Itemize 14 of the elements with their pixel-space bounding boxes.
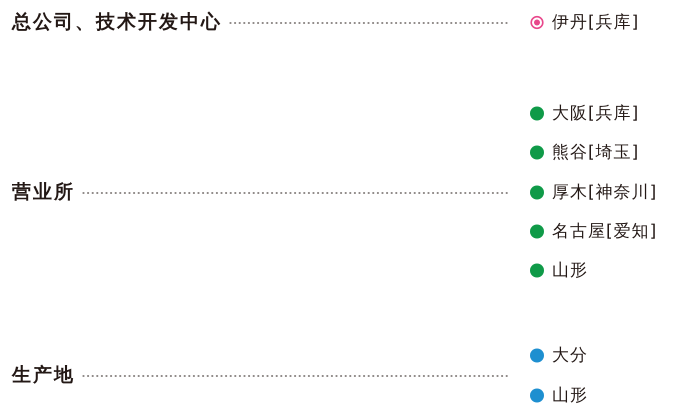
location-name: 名古屋[爱知] (552, 220, 658, 242)
category-label: 总公司、技术开发中心 (12, 10, 222, 35)
location-name: 山形 (552, 260, 588, 282)
leader-line (82, 192, 509, 194)
category-label: 生产地 (12, 363, 75, 388)
leader-line (229, 22, 509, 24)
category-label: 营业所 (12, 180, 75, 205)
location-name: 伊丹[兵库] (552, 12, 640, 34)
location-name: 熊谷[埼玉] (552, 142, 640, 164)
location-name: 山形 (552, 384, 588, 406)
location-name: 大分 (552, 344, 588, 366)
leader-line (82, 375, 509, 377)
location-name: 大阪[兵库] (552, 102, 640, 124)
location-name: 厚木[神奈川] (552, 182, 658, 204)
